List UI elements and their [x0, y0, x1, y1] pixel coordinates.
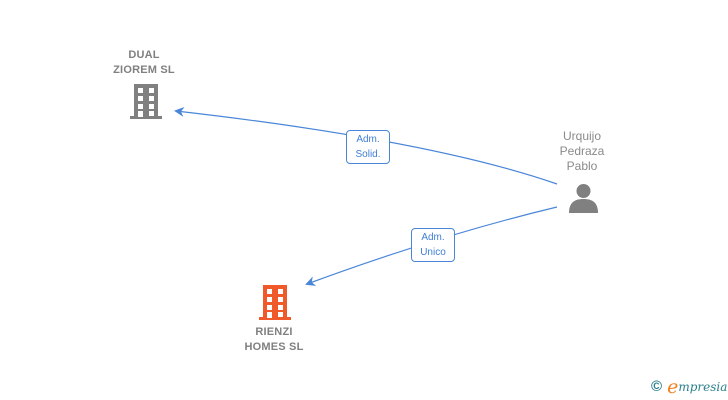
- company-name-line1: RIENZI: [255, 326, 293, 338]
- company-name-line1: DUAL: [128, 49, 160, 61]
- empresia-brand: © e mpresia: [651, 375, 728, 398]
- company-name-line2: ZIOREM SL: [113, 64, 175, 76]
- building-icon[interactable]: [258, 285, 292, 321]
- company-label-dual-ziorem[interactable]: DUAL ZIOREM SL: [96, 48, 192, 78]
- person-label-urquijo-pedraza-pablo[interactable]: Urquijo Pedraza Pablo: [542, 129, 622, 174]
- edge-label-adm-unico: Adm. Unico: [411, 228, 455, 262]
- company-name-line2: HOMES SL: [244, 341, 304, 353]
- edge-label-line1: Adm.: [421, 232, 445, 243]
- brand-initial: e: [667, 375, 679, 398]
- edge-person-to-dual-ziorem: [174, 106, 558, 185]
- company-label-rienzi-homes[interactable]: RIENZI HOMES SL: [226, 325, 322, 355]
- person-name-line3: Pablo: [566, 159, 598, 173]
- edge-label-line2: Unico: [420, 247, 446, 258]
- brand-name: mpresia: [678, 379, 728, 394]
- edge-label-adm-solid: Adm. Solid.: [346, 130, 390, 164]
- person-name-line1: Urquijo: [562, 129, 601, 143]
- person-icon[interactable]: [568, 183, 599, 214]
- copyright-icon: ©: [651, 378, 663, 395]
- person-name-line2: Pedraza: [559, 144, 605, 158]
- edge-label-line1: Adm.: [356, 134, 380, 145]
- edge-label-line2: Solid.: [355, 149, 381, 160]
- building-icon[interactable]: [129, 84, 163, 120]
